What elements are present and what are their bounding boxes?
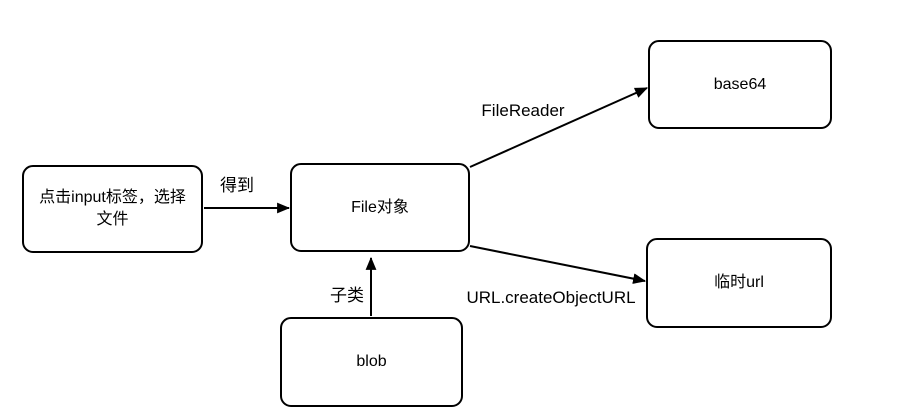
node-temp-url: 临时url [646,238,832,328]
edge-label-filereader: FileReader [481,101,565,120]
edge-file-to-tempurl [469,245,647,284]
edge-label-subclass: 子类 [330,286,364,305]
node-input-select-file: 点击input标签，选择 文件 [22,165,203,253]
node-input-select-file-label: 点击input标签，选择 文件 [39,189,186,228]
edge-file-to-base64 [469,87,648,168]
node-blob-label: blob [356,353,387,371]
node-blob: blob [280,317,463,407]
node-file-object-label: File对象 [351,198,409,216]
node-base64: base64 [648,40,832,129]
node-temp-url-label: 临时url [714,274,764,292]
node-base64-label: base64 [713,75,767,93]
edge-label-create-object-url: URL.createObjectURL [466,288,636,307]
edge-label-get: 得到 [220,176,254,195]
node-file-object: File对象 [290,163,470,252]
